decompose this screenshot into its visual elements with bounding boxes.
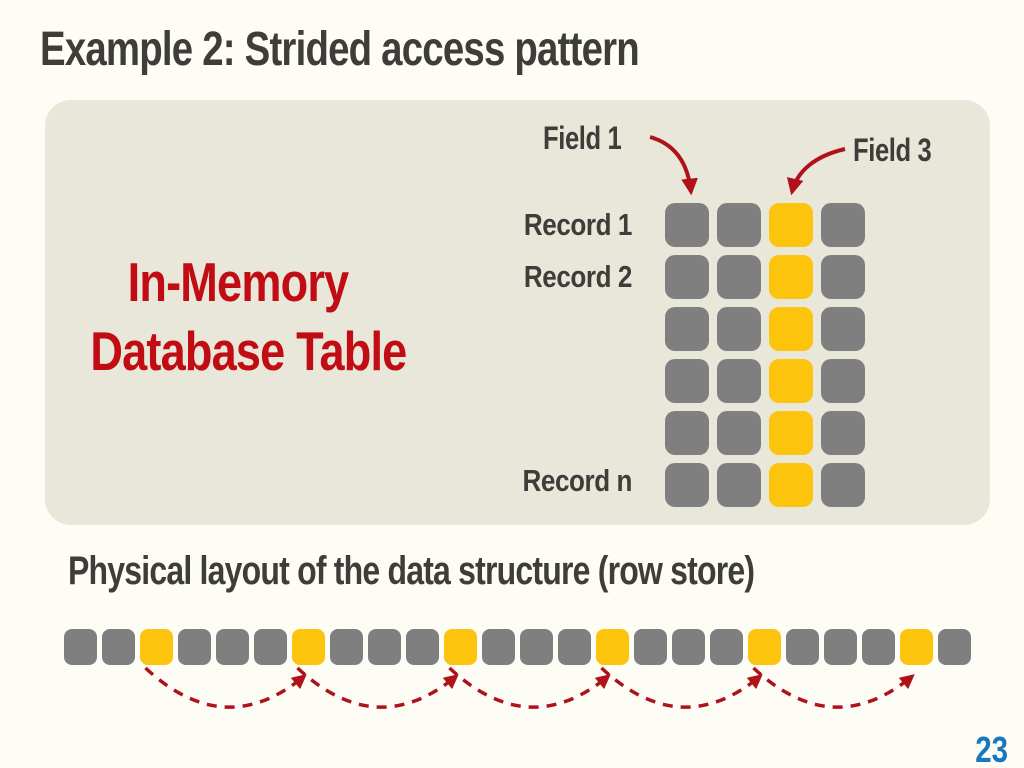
strip-cell — [710, 629, 743, 665]
strip-cell — [786, 629, 819, 665]
field-1-label: Field 1 — [543, 120, 622, 156]
record-1-label: Record 1 — [523, 207, 633, 242]
strip-cell — [558, 629, 591, 665]
grid-cell — [717, 255, 761, 299]
stride-arc — [448, 666, 611, 709]
grid-cell — [821, 411, 865, 455]
grid-cell — [769, 359, 813, 403]
grid-cell — [769, 463, 813, 507]
table-title-line2: Database Table — [90, 320, 407, 382]
stride-arc — [296, 666, 459, 709]
record-n-label: Record n — [522, 463, 632, 498]
grid-cell — [821, 359, 865, 403]
grid-cell — [717, 203, 761, 247]
physical-memory-strip — [64, 629, 971, 665]
strip-cell — [482, 629, 515, 665]
strip-cell — [102, 629, 135, 665]
strip-cell — [216, 629, 249, 665]
strip-cell — [406, 629, 439, 665]
strip-cell — [672, 629, 705, 665]
strip-cell — [634, 629, 667, 665]
grid-cell — [821, 307, 865, 351]
stride-access-arcs — [144, 666, 915, 709]
stride-arc — [144, 666, 307, 709]
grid-cell — [717, 307, 761, 351]
strip-cell — [330, 629, 363, 665]
grid-cell — [665, 359, 709, 403]
grid-cell — [769, 307, 813, 351]
grid-cell — [769, 411, 813, 455]
page-number: 23 — [975, 729, 1008, 768]
table-title-line1: In-Memory — [127, 251, 349, 313]
grid-cell — [769, 255, 813, 299]
record-2-label: Record 2 — [523, 259, 633, 294]
grid-cell — [665, 203, 709, 247]
grid-cell — [665, 307, 709, 351]
strip-cell — [900, 629, 933, 665]
grid-cell — [665, 463, 709, 507]
strip-cell — [178, 629, 211, 665]
grid-cell — [665, 411, 709, 455]
stride-arc — [600, 666, 763, 709]
strip-cell — [140, 629, 173, 665]
field-3-label: Field 3 — [853, 132, 932, 168]
grid-cell — [717, 411, 761, 455]
grid-cell — [769, 203, 813, 247]
strip-cell — [824, 629, 857, 665]
record-field-grid — [665, 203, 865, 507]
grid-cell — [821, 463, 865, 507]
strip-cell — [444, 629, 477, 665]
strip-cell — [520, 629, 553, 665]
strip-cell — [64, 629, 97, 665]
stride-arc — [752, 666, 915, 709]
grid-cell — [717, 463, 761, 507]
grid-cell — [665, 255, 709, 299]
slide-title: Example 2: Strided access pattern — [40, 23, 640, 76]
grid-cell — [821, 255, 865, 299]
strip-cell — [292, 629, 325, 665]
strip-cell — [862, 629, 895, 665]
physical-layout-heading: Physical layout of the data structure (r… — [68, 549, 755, 593]
strip-cell — [368, 629, 401, 665]
strip-cell — [596, 629, 629, 665]
grid-cell — [717, 359, 761, 403]
in-memory-database-table-label: In-Memory Database Table — [90, 248, 407, 386]
strip-cell — [748, 629, 781, 665]
grid-cell — [821, 203, 865, 247]
strip-cell — [254, 629, 287, 665]
strip-cell — [938, 629, 971, 665]
